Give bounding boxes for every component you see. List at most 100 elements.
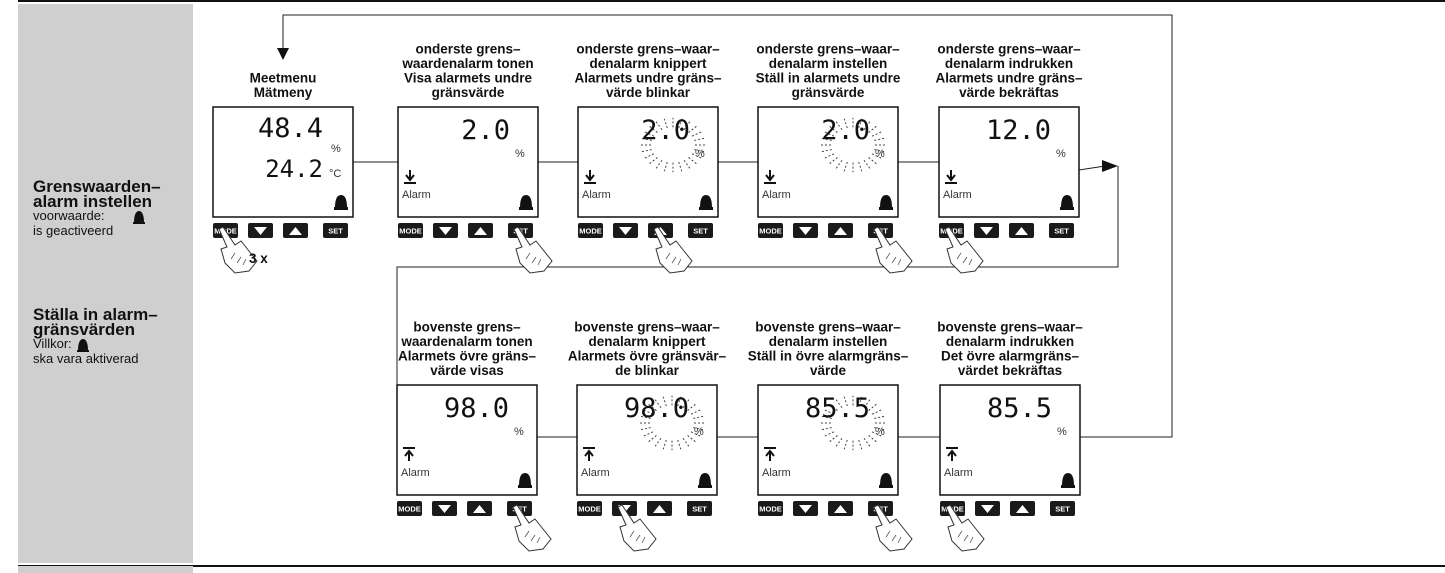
up-button[interactable]: [283, 223, 308, 238]
down-button[interactable]: [793, 223, 818, 238]
alarm-label: Alarm: [582, 189, 611, 201]
step-label: onderste grens–waar–: [576, 42, 720, 57]
mode-button[interactable]: MODE: [397, 501, 422, 516]
lcd-step: MeetmenuMätmeny48.4%24.2°CMODESET3 x: [213, 71, 353, 274]
alarm-value: 2.0: [821, 115, 870, 146]
lcd-step: onderste grens–waar–denalarm knippertAla…: [574, 42, 722, 274]
down-button[interactable]: [974, 223, 999, 238]
step-label: bovenste grens–: [413, 320, 521, 335]
step-label: värde bekräftas: [959, 85, 1059, 100]
set-button-label: SET: [692, 505, 707, 514]
step-label: denalarm knippert: [588, 334, 706, 349]
step-label: Alarmets undre gräns–: [935, 71, 1083, 86]
mode-button[interactable]: MODE: [758, 223, 783, 238]
step-label: bovenste grens–waar–: [937, 320, 1083, 335]
up-button[interactable]: [1010, 501, 1035, 516]
mode-button-label: MODE: [578, 505, 601, 514]
unit-celsius: °C: [329, 168, 341, 180]
lcd-step: bovenste grens–waar–denalarm instellenSt…: [748, 320, 912, 552]
lcd-step: bovenste grens–waar–denalarm indrukkenDe…: [937, 320, 1083, 552]
set-button-label: SET: [328, 227, 343, 236]
alarm-label: Alarm: [762, 189, 791, 201]
lcd-step: bovenste grens–waar–denalarm knippertAla…: [568, 320, 727, 552]
step-label: denalarm indrukken: [945, 56, 1073, 71]
step-label: Alarmets undre gräns–: [574, 71, 722, 86]
lcd-step: bovenste grens–waardenalarm tonenAlarmet…: [397, 320, 551, 552]
unit-percent: %: [331, 143, 341, 155]
down-button[interactable]: [248, 223, 273, 238]
step-label: onderste grens–: [415, 42, 521, 57]
step-label: de blinkar: [615, 363, 680, 378]
alarm-label: Alarm: [402, 189, 431, 201]
alarm-value: 85.5: [987, 393, 1052, 424]
down-button[interactable]: [613, 223, 638, 238]
step-label: denalarm instellen: [769, 334, 888, 349]
alarm-label: Alarm: [943, 189, 972, 201]
down-button[interactable]: [975, 501, 1000, 516]
down-button[interactable]: [793, 501, 818, 516]
set-button[interactable]: SET: [323, 223, 348, 238]
alarm-label: Alarm: [944, 467, 973, 479]
step-label: värdet bekräftas: [958, 363, 1062, 378]
step-label: Det övre alarmgräns–: [941, 349, 1080, 364]
step-label: Mätmeny: [254, 85, 313, 100]
up-button[interactable]: [467, 501, 492, 516]
step-label: bovenste grens–waar–: [574, 320, 720, 335]
mode-button-label: MODE: [398, 505, 421, 514]
set-button-label: SET: [693, 227, 708, 236]
mode-button-label: MODE: [759, 505, 782, 514]
step-label: waardenalarm tonen: [401, 56, 533, 71]
step-label: värde: [810, 363, 847, 378]
lcd-step: onderste grens–waardenalarm tonenVisa al…: [398, 42, 552, 274]
down-button[interactable]: [432, 501, 457, 516]
alarm-value: 2.0: [641, 115, 690, 146]
step-label: Alarmets övre gräns–: [398, 349, 537, 364]
set-button-label: SET: [1055, 505, 1070, 514]
alarm-value: 2.0: [461, 115, 510, 146]
down-button[interactable]: [433, 223, 458, 238]
step-label: waardenalarm tonen: [400, 334, 532, 349]
step-label: denalarm instellen: [769, 56, 888, 71]
step-label: gränsvärde: [432, 85, 505, 100]
up-button[interactable]: [828, 501, 853, 516]
up-button[interactable]: [647, 501, 672, 516]
unit-percent: %: [1056, 148, 1066, 160]
set-button[interactable]: SET: [1049, 223, 1074, 238]
mode-button[interactable]: MODE: [398, 223, 423, 238]
unit-percent: %: [695, 148, 705, 160]
mode-button-label: MODE: [759, 227, 782, 236]
step-label: värde visas: [430, 363, 504, 378]
step-label: värde blinkar: [606, 85, 691, 100]
alarm-label: Alarm: [581, 467, 610, 479]
mode-button[interactable]: MODE: [577, 501, 602, 516]
step-label: Visa alarmets undre: [404, 71, 533, 86]
unit-percent: %: [694, 426, 704, 438]
step-label: denalarm indrukken: [946, 334, 1074, 349]
reading-humidity: 48.4: [258, 113, 323, 144]
mode-button[interactable]: MODE: [758, 501, 783, 516]
unit-percent: %: [514, 426, 524, 438]
mode-button[interactable]: MODE: [578, 223, 603, 238]
step-label: bovenste grens–waar–: [755, 320, 901, 335]
set-button[interactable]: SET: [688, 223, 713, 238]
unit-percent: %: [515, 148, 525, 160]
up-button[interactable]: [1009, 223, 1034, 238]
up-button[interactable]: [468, 223, 493, 238]
step-label: Alarmets övre gränsvär–: [568, 349, 727, 364]
set-button[interactable]: SET: [1050, 501, 1075, 516]
press-count: 3 x: [249, 251, 268, 266]
set-button[interactable]: SET: [687, 501, 712, 516]
unit-percent: %: [1057, 426, 1067, 438]
step-label: onderste grens–waar–: [937, 42, 1081, 57]
lcd-step: onderste grens–waar–denalarm indrukkenAl…: [935, 42, 1083, 274]
up-button[interactable]: [828, 223, 853, 238]
unit-percent: %: [875, 148, 885, 160]
set-button-label: SET: [1054, 227, 1069, 236]
alarm-label: Alarm: [762, 467, 791, 479]
mode-button-label: MODE: [399, 227, 422, 236]
step-label: Meetmenu: [250, 71, 317, 86]
alarm-value: 12.0: [986, 115, 1051, 146]
lcd-step: onderste grens–waar–denalarm instellenSt…: [756, 42, 912, 274]
